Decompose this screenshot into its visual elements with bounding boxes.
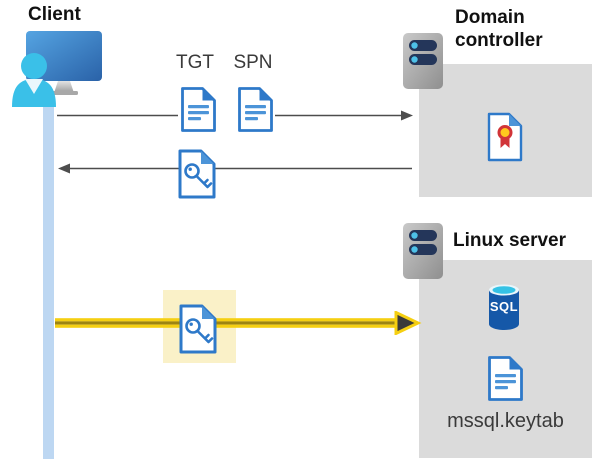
domain-controller-server-icon [403, 33, 443, 89]
tgt-document-icon [181, 87, 216, 132]
client-user-computer-icon [12, 31, 102, 107]
linux-server-title: Linux server [453, 230, 566, 251]
keytab-label: mssql.keytab [447, 410, 564, 432]
keytab-document-icon [488, 356, 523, 401]
client-lifeline [43, 95, 54, 459]
sql-label: SQL [489, 299, 519, 314]
spn-document-icon [238, 87, 273, 132]
request-arrow [57, 110, 413, 121]
tgt-label: TGT [176, 52, 214, 73]
domain-controller-title: Domain controller [455, 7, 543, 51]
certificate-icon [487, 112, 523, 162]
ticket-key-document-icon [178, 149, 216, 199]
linux-server-icon [403, 223, 443, 279]
auth-arrow [55, 311, 422, 335]
client-title: Client [28, 4, 81, 25]
sql-database-icon [489, 284, 519, 330]
response-arrow [58, 163, 412, 174]
spn-label: SPN [233, 52, 273, 73]
highlighted-key-document-icon [179, 304, 217, 354]
